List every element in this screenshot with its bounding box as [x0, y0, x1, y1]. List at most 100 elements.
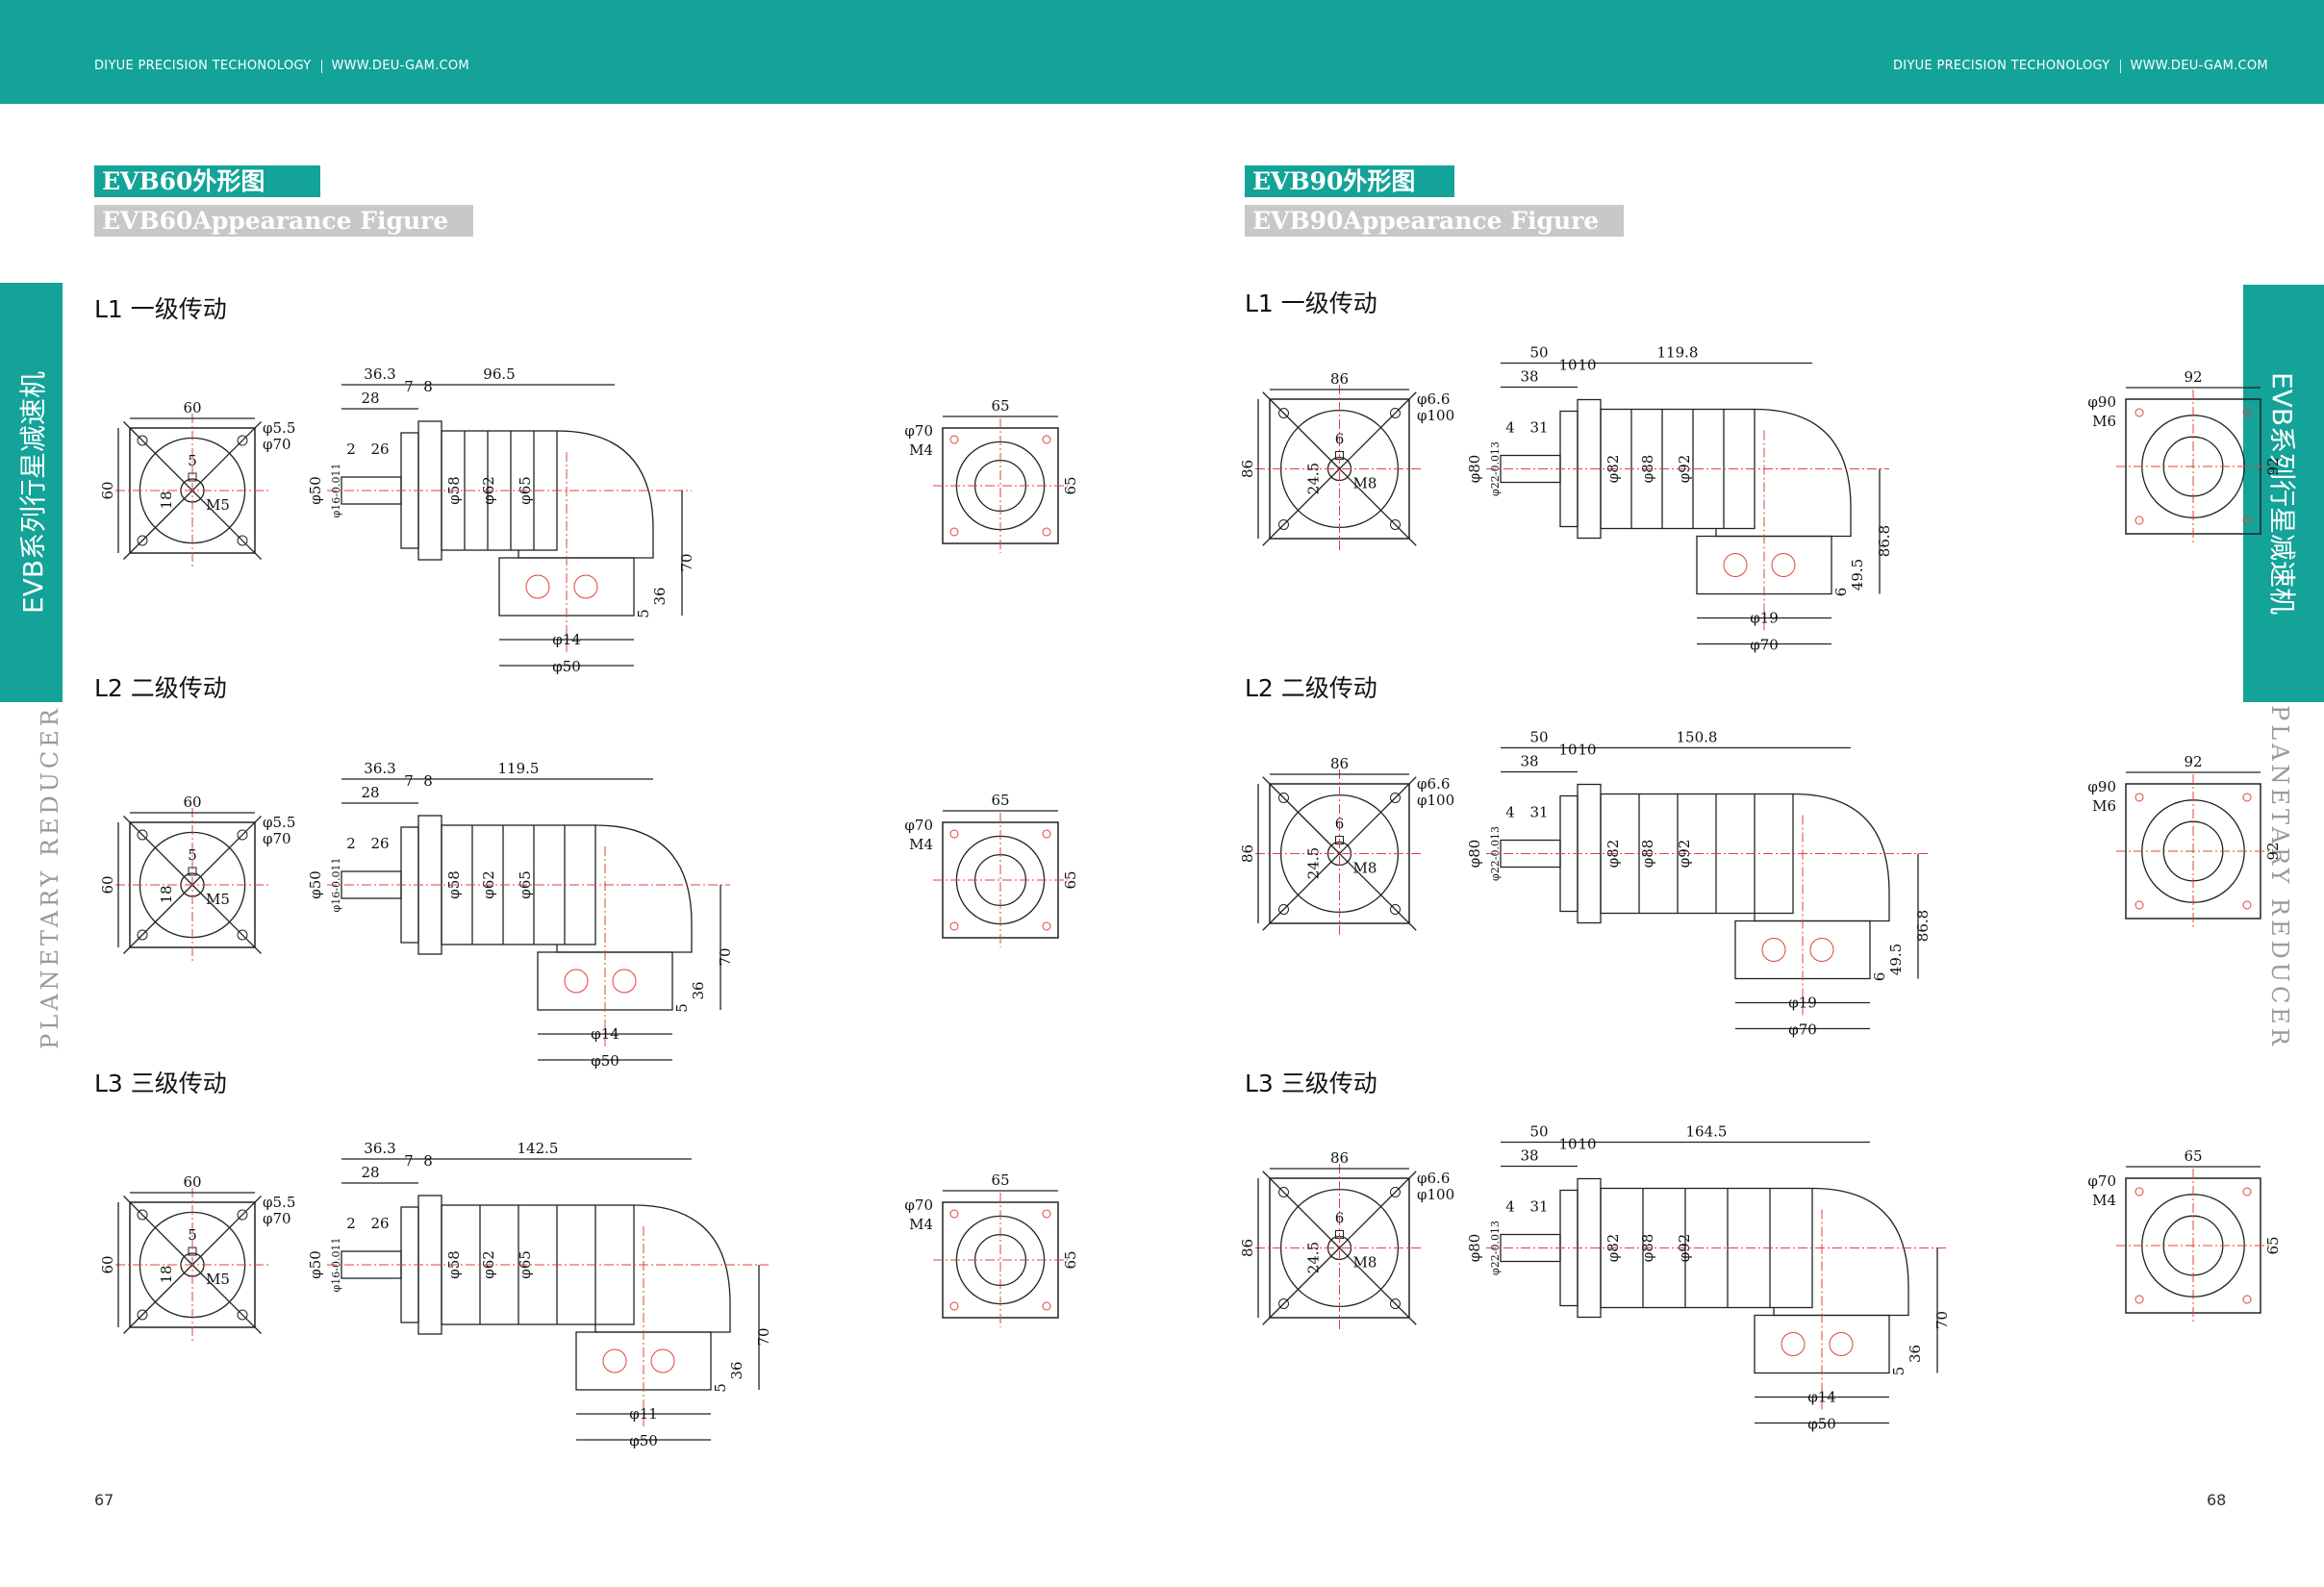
dim-a: 50 [1529, 1123, 1548, 1141]
dim-h1: 70 [717, 947, 734, 966]
left-vertical-label: PLANETARY REDUCER [37, 705, 63, 1049]
dim-output-shaft: φ14 [1807, 1389, 1836, 1406]
dim-pilot: φ80 [1466, 1234, 1483, 1263]
thread-dim: M8 [1353, 1254, 1377, 1272]
dim-d2: φ88 [1639, 840, 1656, 869]
right-stage-label-2: L2 二级传动 [1245, 674, 1377, 702]
dim-d2: φ62 [480, 476, 497, 505]
dim-pilot: φ80 [1466, 455, 1483, 484]
left-title-en: EVB60Appearance Figure [94, 205, 473, 237]
dim-h1: 70 [755, 1327, 772, 1346]
key-height-dim: 18 [158, 885, 175, 903]
dim-c: 7 [404, 772, 414, 790]
dim-shaft-length: 26 [370, 1215, 389, 1232]
left-website[interactable]: WWW.DEU-GAM.COM [331, 59, 469, 73]
dim-d1: φ58 [445, 1250, 463, 1279]
dim-a: 36.3 [364, 365, 395, 383]
right-website[interactable]: WWW.DEU-GAM.COM [2130, 59, 2268, 73]
dim-a: 50 [1529, 729, 1548, 746]
dim-output-shaft: φ14 [552, 631, 581, 648]
dim-shaft-diameter: φ22-0.013 [1489, 1221, 1502, 1275]
output-height-dim: 92 [2264, 457, 2282, 475]
left-stage-label-3: L3 三级传动 [94, 1070, 227, 1097]
dim-output-pilot: φ70 [1750, 637, 1779, 654]
dim-h3: 5 [1890, 1367, 1907, 1376]
dim-b: 28 [361, 1164, 379, 1181]
left-stage-label-1: L1 一级传动 [94, 295, 227, 323]
dim-shaft-length: 31 [1529, 1198, 1548, 1216]
dim-h3: 5 [673, 1003, 691, 1013]
flange-height-dim: 60 [99, 481, 116, 499]
dim-h1: 86.8 [1876, 525, 1893, 557]
output-height-dim: 65 [1062, 1250, 1079, 1269]
dim-c: 7 [404, 378, 414, 395]
right-stage-label-3: L3 三级传动 [1245, 1070, 1377, 1097]
dim-d1: φ82 [1604, 455, 1622, 484]
flange-width-dim: 60 [183, 794, 201, 811]
output-thread-dim: M4 [909, 836, 933, 853]
dim-key: 2 [346, 1215, 356, 1232]
dim-d: 10 [1578, 357, 1596, 374]
dim-shaft-length: 31 [1529, 804, 1548, 821]
dim-output-pilot: φ70 [1788, 1021, 1817, 1039]
dim-d1: φ58 [445, 476, 463, 505]
flange-height-dim: 86 [1241, 1239, 1256, 1257]
hole-dim: φ5.5 [263, 1194, 295, 1211]
output-height-dim: 65 [1062, 476, 1079, 494]
dim-h1: 86.8 [1914, 910, 1932, 942]
dim-output-pilot: φ50 [1807, 1416, 1836, 1433]
pcd-dim: φ100 [1417, 792, 1454, 809]
output-width-dim: 92 [2184, 753, 2202, 770]
dim-shaft-length: 26 [370, 835, 389, 852]
output-thread-dim: M4 [909, 441, 933, 459]
dim-b: 38 [1520, 368, 1538, 386]
dim-c: 10 [1558, 742, 1577, 759]
dim-pilot: φ80 [1466, 840, 1483, 869]
dim-d3: φ65 [517, 476, 534, 505]
output-thread-dim: M4 [909, 1216, 933, 1233]
output-thread-dim: M6 [2092, 413, 2116, 430]
dim-d: 8 [423, 772, 433, 790]
dim-h3: 5 [712, 1383, 729, 1393]
dim-b: 28 [361, 784, 379, 801]
dim-pilot: φ50 [307, 870, 324, 899]
output-pcd-dim: φ90 [2087, 393, 2116, 411]
right-side-tab: EVB系列行星减速机 [2243, 285, 2324, 702]
dim-d1: φ58 [445, 870, 463, 899]
dim-output-shaft: φ19 [1750, 610, 1779, 627]
output-height-dim: 65 [2264, 1236, 2282, 1254]
output-pcd-dim: φ70 [2087, 1172, 2116, 1190]
key-width-dim: 6 [1335, 1210, 1345, 1227]
dim-d1: φ82 [1604, 840, 1622, 869]
pcd-dim: φ100 [1417, 1186, 1454, 1203]
left-side-tab: EVB系列行星减速机 [0, 283, 63, 702]
key-height-dim: 24.5 [1305, 1242, 1323, 1273]
thread-dim: M8 [1353, 860, 1377, 877]
left-page-number: 67 [94, 1491, 114, 1509]
flange-height-dim: 86 [1241, 460, 1256, 478]
left-company-name: DIYUE PRECISION TECHONOLOGY [94, 59, 312, 73]
dim-shaft-diameter: φ22-0.013 [1489, 826, 1502, 881]
header-bar: DIYUE PRECISION TECHONOLOGY WWW.DEU-GAM.C… [0, 0, 2324, 104]
dim-d2: φ88 [1639, 455, 1656, 484]
dim-output-shaft: φ11 [629, 1405, 658, 1423]
output-width-dim: 65 [991, 792, 1009, 809]
output-width-dim: 92 [2184, 368, 2202, 386]
right-title-cn: EVB90外形图 [1245, 165, 1454, 197]
dim-h2: 49.5 [1887, 944, 1905, 975]
dim-shaft-diameter: φ16-0.011 [330, 464, 342, 518]
